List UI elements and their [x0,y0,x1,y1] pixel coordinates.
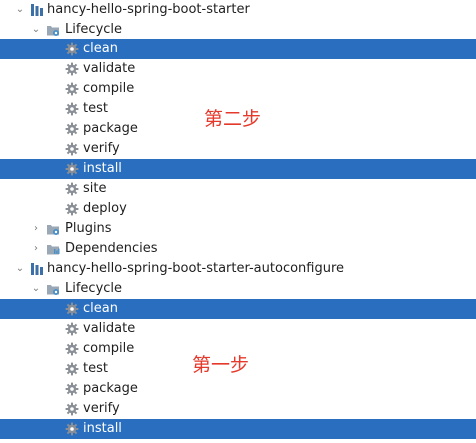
gear-icon [65,402,79,416]
goal-label: verify [83,141,120,156]
project-node-starter[interactable]: ⌄ hancy-hello-spring-boot-starter [0,0,476,20]
goal-site[interactable]: site [0,179,476,199]
annotation-step-one: 第一步 [192,354,250,376]
goal-label: validate [83,61,136,76]
project-node-autoconfigure[interactable]: ⌄ hancy-hello-spring-boot-starter-autoco… [0,259,476,279]
lifecycle-label: Lifecycle [65,22,123,37]
lifecycle-label: Lifecycle [65,281,123,296]
goal-clean[interactable]: clean [0,299,476,319]
goal-label: install [83,161,122,176]
chevron-down-icon[interactable]: ⌄ [15,4,25,15]
goal-label: clean [83,301,118,316]
gear-icon [65,382,79,396]
goal-clean[interactable]: clean [0,39,476,59]
goal-install[interactable]: install [0,159,476,179]
goal-test[interactable]: test [0,99,476,119]
goal-label: clean [83,41,118,56]
goal-label: test [83,361,108,376]
goal-label: package [83,381,138,396]
folder-gear-icon [47,26,59,36]
chevron-down-icon[interactable]: ⌄ [31,283,41,294]
goal-validate[interactable]: validate [0,319,476,339]
gear-icon [65,302,79,316]
goal-package[interactable]: package [0,379,476,399]
plugins-label: Plugins [65,221,112,236]
gear-icon [65,322,79,336]
goal-verify[interactable]: verify [0,139,476,159]
chevron-down-icon[interactable]: ⌄ [15,263,25,274]
lifecycle-node[interactable]: ⌄ Lifecycle [0,279,476,299]
goal-validate[interactable]: validate [0,59,476,79]
gear-icon [65,62,79,76]
folder-gear-icon [47,285,59,295]
goal-label: compile [83,341,135,356]
dependencies-node[interactable]: › Dependencies [0,239,476,259]
goal-verify[interactable]: verify [0,399,476,419]
project-name: hancy-hello-spring-boot-starter [47,2,250,17]
gear-icon [65,342,79,356]
dependencies-label: Dependencies [65,241,158,256]
gear-icon [65,122,79,136]
goal-label: package [83,121,138,136]
goal-label: validate [83,321,136,336]
chevron-down-icon[interactable]: ⌄ [31,24,41,35]
goal-install[interactable]: install [0,419,476,439]
plugins-node[interactable]: › Plugins [0,219,476,239]
dependencies-folder-icon [47,245,60,255]
folder-gear-icon [47,225,59,235]
goal-label: verify [83,401,120,416]
goal-label: test [83,101,108,116]
lifecycle-node[interactable]: ⌄ Lifecycle [0,20,476,40]
goal-deploy[interactable]: deploy [0,199,476,219]
gear-icon [65,202,79,216]
goal-compile[interactable]: compile [0,339,476,359]
gear-icon [65,42,79,56]
gear-icon [65,422,79,436]
goal-test[interactable]: test [0,359,476,379]
gear-icon [65,182,79,196]
gear-icon [65,82,79,96]
gear-icon [65,362,79,376]
goal-package[interactable]: package [0,119,476,139]
gear-icon [65,142,79,156]
chevron-right-icon[interactable]: › [34,223,38,234]
goal-label: site [83,181,107,196]
goal-label: install [83,421,122,436]
goal-label: compile [83,81,135,96]
maven-project-icon [31,4,43,16]
project-name: hancy-hello-spring-boot-starter-autoconf… [47,261,345,276]
chevron-right-icon[interactable]: › [34,243,38,254]
maven-project-icon [31,263,43,275]
annotation-step-two: 第二步 [204,108,262,130]
gear-icon [65,102,79,116]
goal-label: deploy [83,201,127,216]
gear-icon [65,162,79,176]
goal-compile[interactable]: compile [0,79,476,99]
